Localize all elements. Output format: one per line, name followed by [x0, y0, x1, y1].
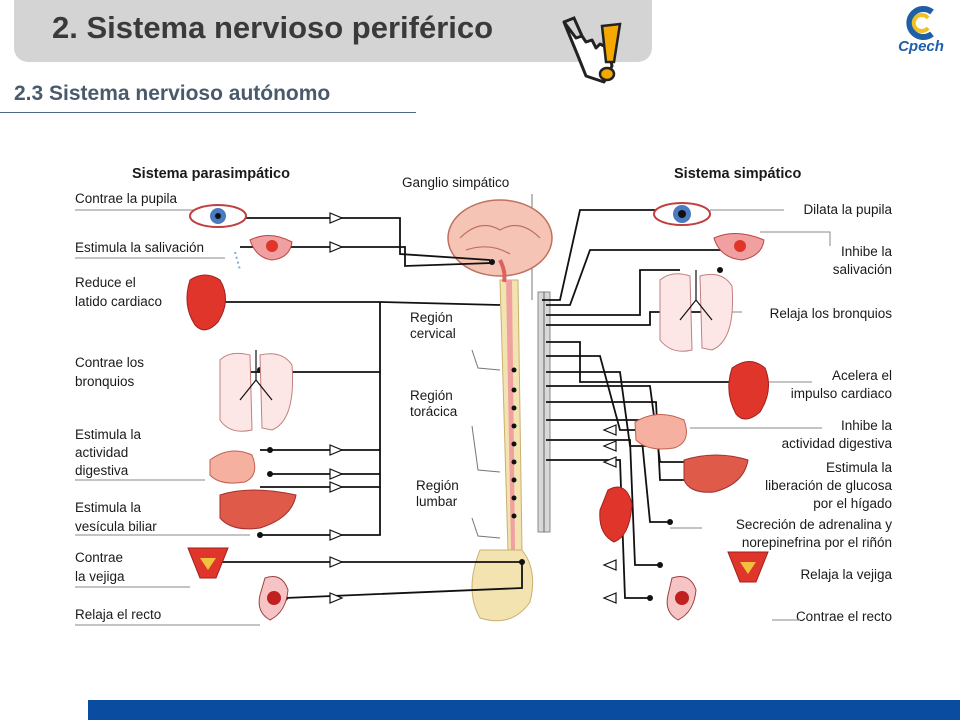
right-liver-icon	[683, 454, 749, 493]
para-label-salivation: Estimula la salivación	[75, 240, 204, 255]
parasympathetic-labels: Contrae la pupila Estimula la salivación…	[75, 191, 204, 622]
brain	[447, 199, 553, 283]
left-heart-icon	[186, 274, 226, 331]
para-label-bladder-1: Contrae	[75, 550, 123, 565]
symp-label-bladder: Relaja la vejiga	[800, 567, 892, 582]
spinal-cord-dots	[511, 367, 517, 519]
left-rectum-icon	[258, 576, 289, 621]
region-labels: Región cervical Región torácica Región l…	[410, 310, 501, 539]
region-lumbar-line2: lumbar	[416, 494, 458, 509]
para-label-gallbladder-1: Estimula la	[75, 500, 142, 515]
para-label-bladder-2: la vejiga	[75, 569, 125, 584]
left-eye-icon	[189, 204, 247, 228]
title-tab: 2. Sistema nervioso periférico	[14, 0, 652, 62]
para-label-heart-2: latido cardiaco	[75, 294, 162, 309]
right-lungs-icon	[659, 270, 734, 352]
para-label-heart-1: Reduce el	[75, 275, 136, 290]
right-salivary-gland-icon	[713, 233, 765, 261]
right-eye-icon	[653, 202, 711, 226]
right-rectum-icon	[666, 576, 697, 621]
symp-label-pupil: Dilata la pupila	[803, 202, 892, 217]
right-stomach-icon	[634, 414, 687, 450]
cpech-logo: Cpech	[892, 6, 950, 62]
sympathetic-ganglion-chain	[537, 291, 551, 533]
region-cervical-line2: cervical	[410, 326, 456, 341]
left-lungs-icon	[219, 350, 294, 432]
sympathetic-labels: Dilata la pupila Inhibe la salivación Re…	[736, 202, 893, 624]
logo-text: Cpech	[898, 38, 944, 55]
para-label-rectum: Relaja el recto	[75, 607, 161, 622]
ganglion-label: Ganglio simpático	[402, 175, 509, 190]
spinal-column	[471, 279, 534, 622]
region-thoracic-line2: torácica	[410, 404, 458, 419]
symp-label-glucose-3: por el hígado	[813, 496, 892, 511]
para-label-pupil: Contrae la pupila	[75, 191, 178, 206]
right-bladder-icon	[727, 551, 769, 583]
left-liver-icon	[219, 489, 297, 530]
sympathetic-title: Sistema simpático	[674, 166, 801, 182]
left-bladder-icon	[187, 547, 229, 579]
section-subtitle: 2.3 Sistema nervioso autónomo	[14, 82, 331, 105]
symp-label-glucose-1: Estimula la	[826, 460, 893, 475]
page-title: 2. Sistema nervioso periférico	[52, 10, 494, 45]
symp-label-adrenaline-1: Secreción de adrenalina y	[736, 517, 892, 532]
left-stomach-icon	[209, 450, 256, 484]
subtitle-underline	[0, 112, 416, 113]
parasympathetic-nerve-paths	[205, 217, 523, 599]
para-label-gallbladder-2: vesícula biliar	[75, 519, 157, 534]
footer-bar	[88, 700, 960, 720]
para-label-digestive-2: actividad	[75, 445, 128, 460]
para-label-bronchi-2: bronquios	[75, 374, 135, 389]
symp-label-digestive-1: Inhibe la	[841, 418, 893, 433]
right-heart-icon	[728, 361, 770, 420]
right-kidney-icon	[599, 486, 633, 543]
para-label-bronchi-1: Contrae los	[75, 355, 144, 370]
autonomic-nervous-system-diagram: Sistema parasimpático Sistema simpático …	[75, 166, 893, 626]
symp-label-digestive-2: actividad digestiva	[782, 436, 893, 451]
symp-label-salivation-2: salivación	[833, 262, 892, 277]
logo-mark-icon	[906, 6, 934, 40]
para-label-digestive-1: Estimula la	[75, 427, 142, 442]
sympathetic-ganglia	[602, 424, 617, 604]
region-lumbar-line1: Región	[416, 478, 459, 493]
symp-label-heart-1: Acelera el	[832, 368, 892, 383]
parasympathetic-title: Sistema parasimpático	[132, 166, 290, 182]
symp-label-bronchi: Relaja los bronquios	[770, 306, 893, 321]
symp-label-salivation-1: Inhibe la	[841, 244, 893, 259]
region-cervical-line1: Región	[410, 310, 453, 325]
left-salivary-gland-icon	[234, 235, 293, 271]
symp-label-heart-2: impulso cardiaco	[791, 386, 892, 401]
hand-pointer-icon	[562, 16, 622, 84]
region-thoracic-line1: Región	[410, 388, 453, 403]
symp-label-rectum: Contrae el recto	[796, 609, 892, 624]
para-label-digestive-3: digestiva	[75, 463, 129, 478]
symp-label-glucose-2: liberación de glucosa	[765, 478, 892, 493]
symp-label-adrenaline-2: norepinefrina por el riñón	[742, 535, 892, 550]
